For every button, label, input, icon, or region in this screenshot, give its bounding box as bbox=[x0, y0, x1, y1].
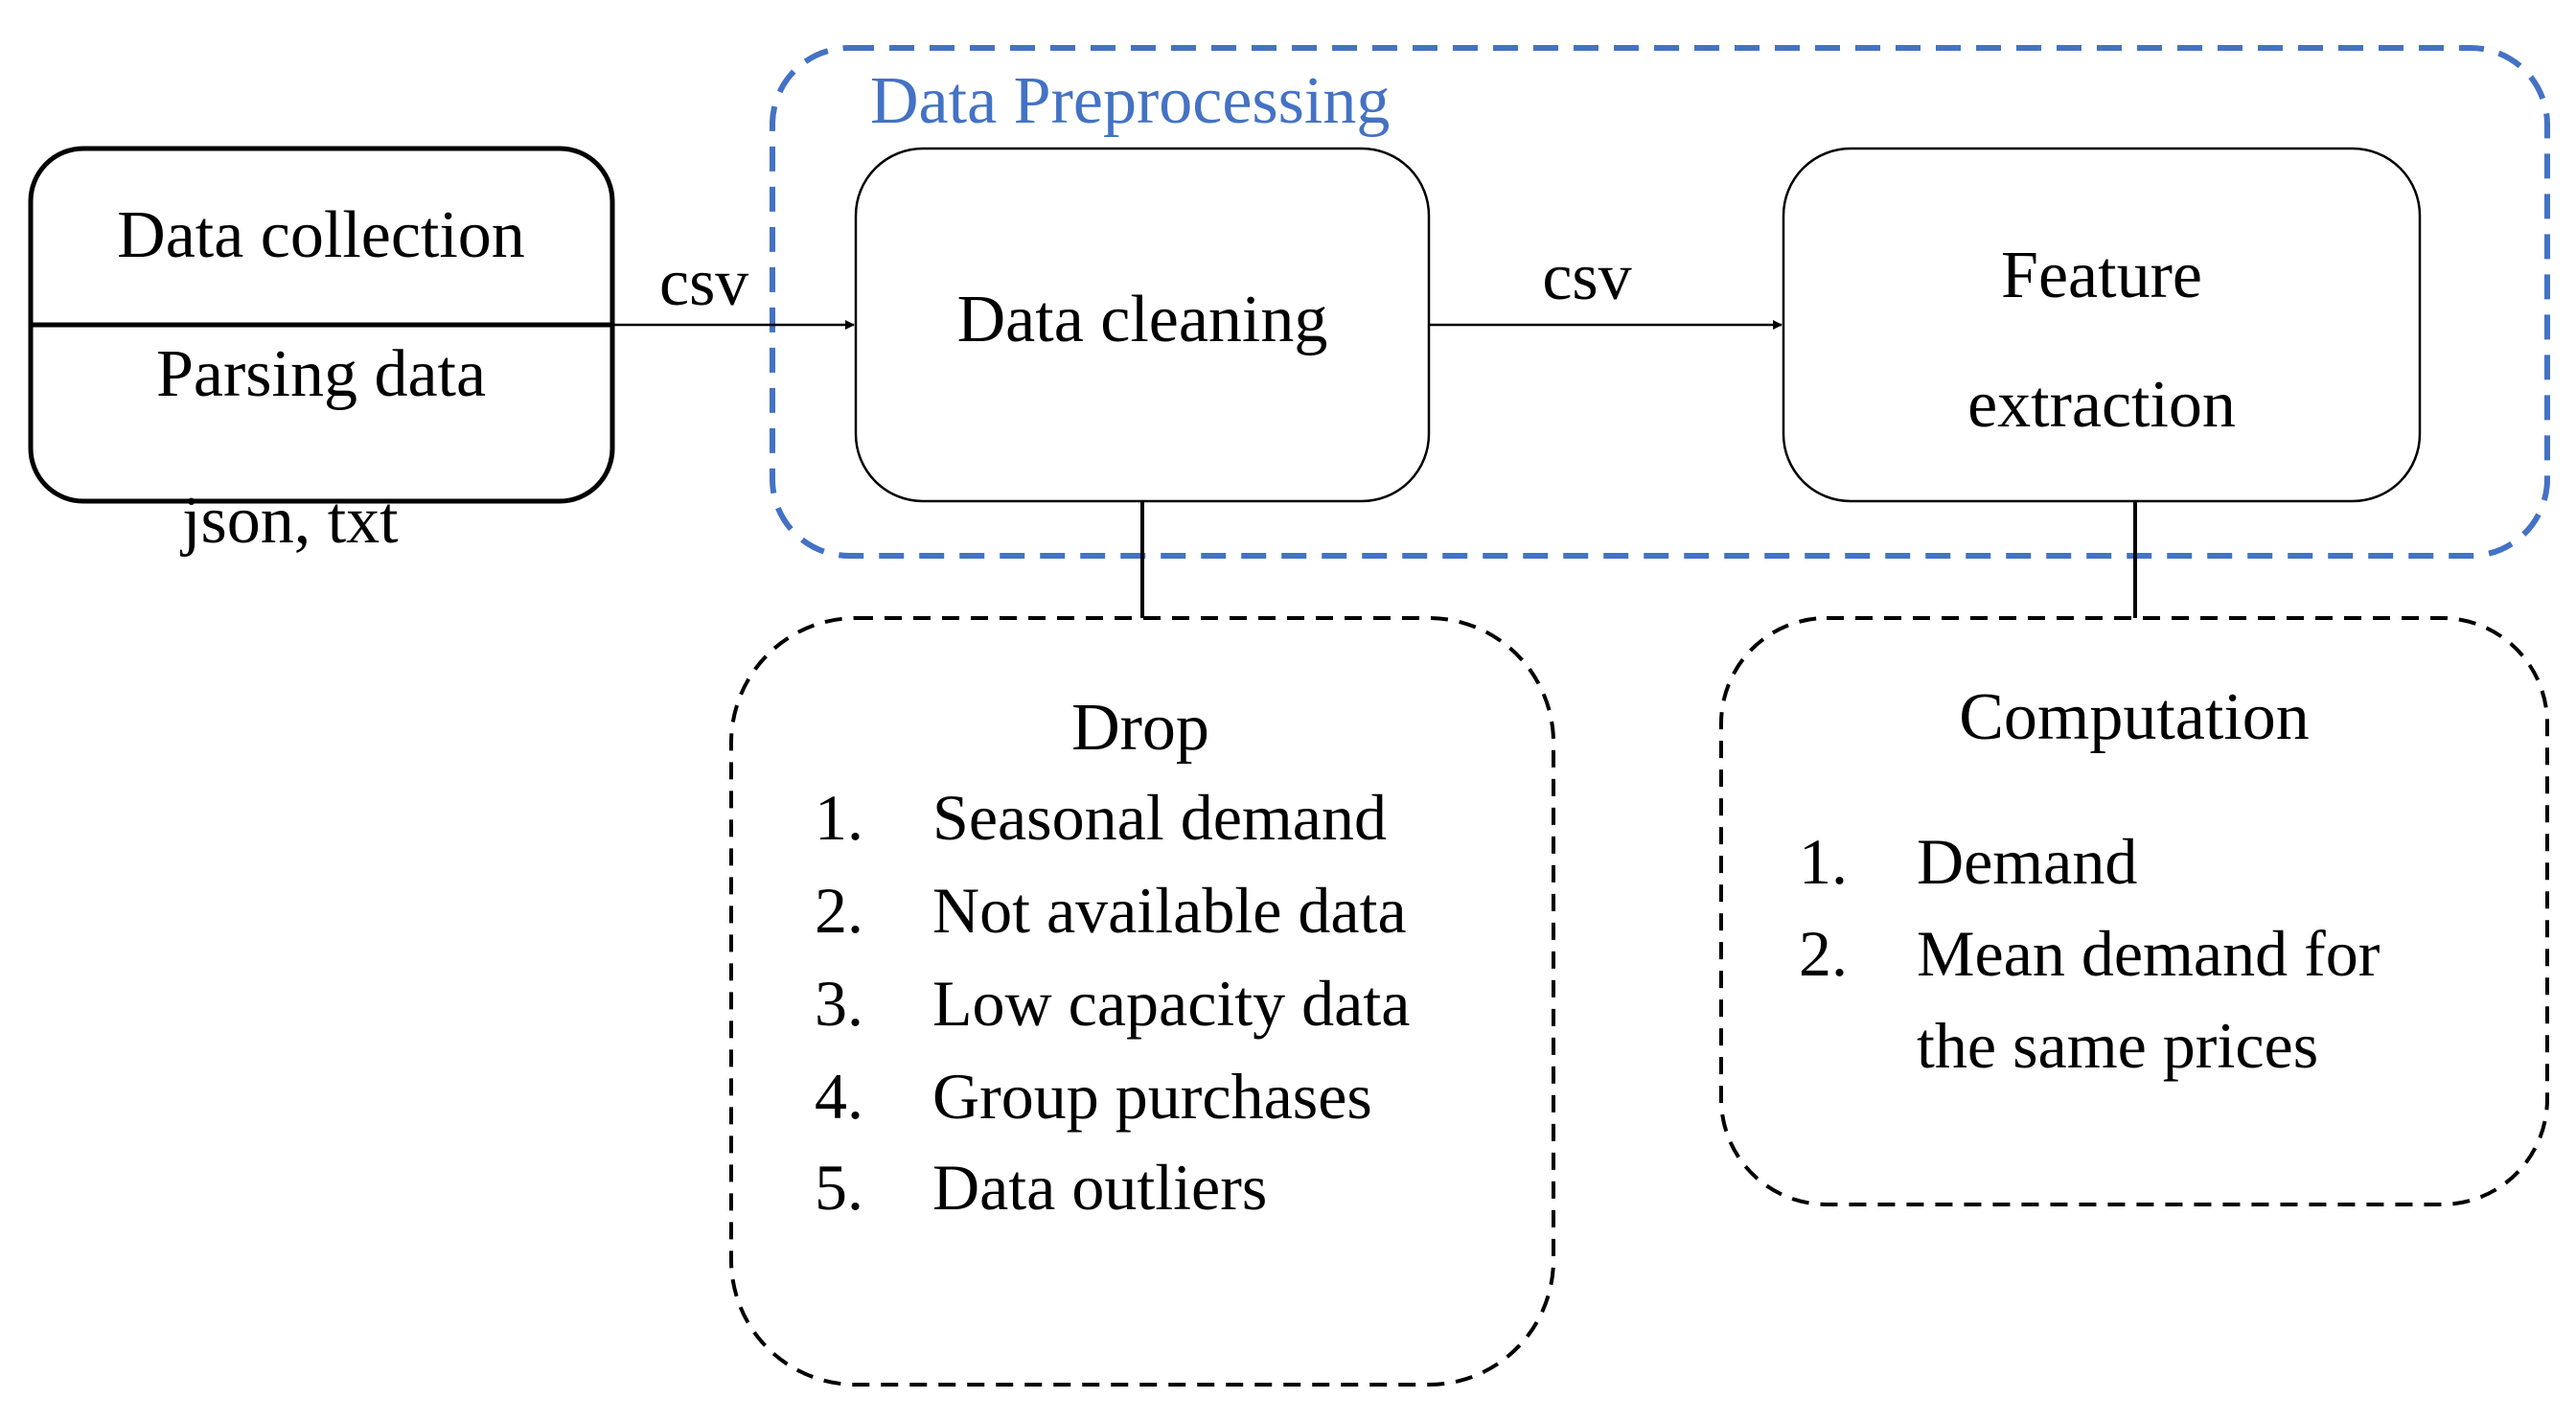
computation-item-num: 2. bbox=[1799, 917, 1848, 990]
drop-box bbox=[729, 616, 1555, 1387]
drop-item-text: Group purchases bbox=[932, 1060, 1372, 1133]
preprocessing-title: Data Preprocessing bbox=[870, 64, 1390, 138]
computation-item-num: 1. bbox=[1799, 825, 1848, 898]
format-note: json, txt bbox=[179, 484, 399, 558]
preprocessing-container bbox=[770, 45, 2550, 559]
drop-item-num: 5. bbox=[815, 1151, 863, 1224]
computation-title: Computation bbox=[1959, 680, 2310, 754]
drop-item-num: 3. bbox=[815, 967, 863, 1040]
extraction-label-line2: extraction bbox=[1967, 368, 2236, 442]
drop-item-text: Not available data bbox=[932, 874, 1407, 947]
cleaning-label: Data cleaning bbox=[957, 283, 1328, 356]
edge-label-csv-2: csv bbox=[1542, 241, 1631, 314]
computation-item-text: Mean demand for bbox=[1917, 917, 2380, 990]
extraction-label-line1: Feature bbox=[2001, 239, 2202, 312]
edge-label-csv-1: csv bbox=[659, 246, 748, 320]
drop-item-text: Low capacity data bbox=[932, 967, 1410, 1040]
parsing-label: Parsing data bbox=[156, 337, 486, 411]
drop-item-text: Data outliers bbox=[932, 1151, 1267, 1224]
drop-item-num: 1. bbox=[815, 781, 863, 854]
collection-label: Data collection bbox=[117, 198, 525, 272]
extraction-box bbox=[1782, 147, 2422, 503]
computation-item-text-cont: the same prices bbox=[1917, 1009, 2318, 1082]
drop-item-num: 2. bbox=[815, 874, 863, 947]
drop-item-text: Seasonal demand bbox=[932, 781, 1387, 854]
drop-list: 1. Seasonal demand 2. Not available data… bbox=[815, 781, 1410, 1224]
computation-item-text: Demand bbox=[1917, 825, 2137, 898]
drop-item-num: 4. bbox=[815, 1060, 863, 1133]
drop-title: Drop bbox=[1071, 691, 1209, 765]
